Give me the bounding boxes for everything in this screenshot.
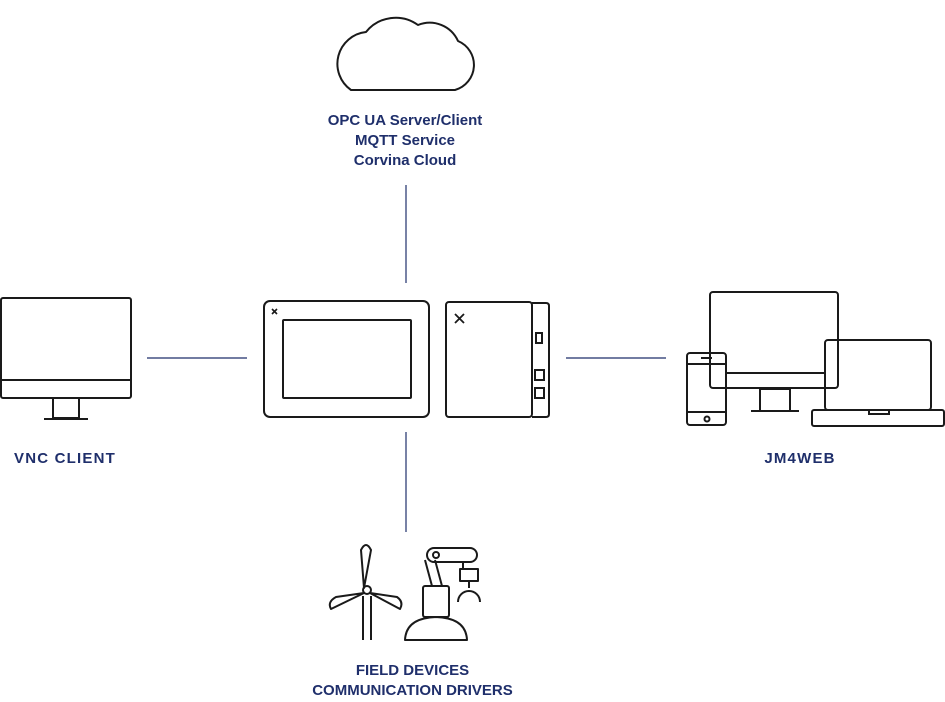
desktop-monitor-icon xyxy=(0,297,132,420)
field-line-1: FIELD DEVICES xyxy=(355,662,470,679)
controller-box-icon xyxy=(445,301,550,418)
cloud-icon xyxy=(336,16,475,91)
cloud-line-3: Corvina Cloud xyxy=(353,152,457,169)
jm4web-label-text: JM4WEB xyxy=(764,450,836,467)
cloud-services-label: OPC UA Server/Client MQTT Service Corvin… xyxy=(255,111,555,171)
multi-device-icon xyxy=(686,291,945,427)
connectors xyxy=(147,185,666,532)
hmi-panel-icon xyxy=(263,300,430,418)
vnc-label-text: VNC CLIENT xyxy=(14,450,116,467)
vnc-client-label: VNC CLIENT xyxy=(0,449,130,469)
robot-arm-icon xyxy=(404,547,481,641)
cloud-line-1: OPC UA Server/Client xyxy=(327,112,483,129)
field-devices-label: FIELD DEVICES COMMUNICATION DRIVERS xyxy=(255,661,570,701)
jm4web-label: JM4WEB xyxy=(740,449,860,469)
wind-turbine-icon xyxy=(328,544,403,640)
field-line-2: COMMUNICATION DRIVERS xyxy=(312,682,513,699)
cloud-line-2: MQTT Service xyxy=(354,132,456,149)
